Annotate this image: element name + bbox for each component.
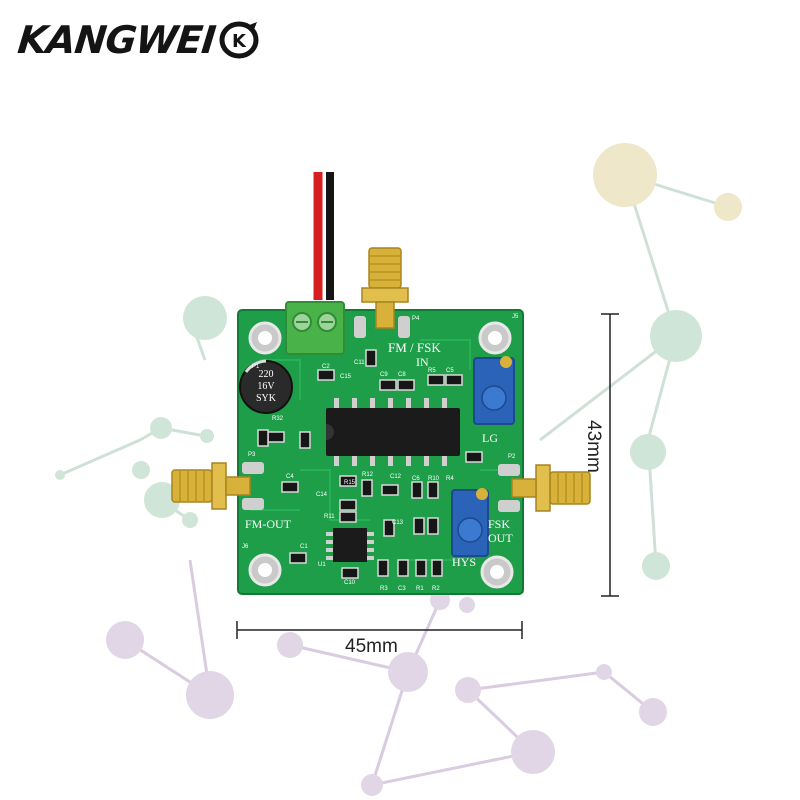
svg-text:C2: C2	[322, 364, 330, 370]
sma-connector-left	[171, 462, 264, 510]
svg-text:J6: J6	[242, 544, 249, 550]
capacitor-label-1: 220	[259, 369, 274, 380]
svg-text:C3: C3	[398, 586, 406, 592]
soic-ic-chip	[326, 528, 374, 562]
mounting-holes	[248, 321, 514, 589]
label-fsk: FSK	[488, 517, 510, 531]
svg-text:U1: U1	[318, 562, 326, 568]
svg-text:C4: C4	[286, 474, 294, 480]
label-fm-fsk: FM / FSK	[388, 340, 441, 355]
svg-text:C15: C15	[340, 374, 352, 380]
electrolytic-capacitor: 220 16V SYK	[239, 359, 293, 414]
svg-text:P1: P1	[252, 364, 260, 370]
label-in: IN	[416, 355, 429, 369]
svg-text:P3: P3	[248, 452, 256, 458]
svg-text:J5: J5	[512, 314, 519, 320]
brand-logo: KANGWEI K	[16, 18, 261, 62]
trimpot-lg	[473, 356, 515, 425]
svg-text:R11: R11	[324, 514, 335, 520]
svg-text:R3: R3	[380, 586, 388, 592]
screw-terminal	[285, 301, 345, 355]
svg-text:C13: C13	[392, 520, 404, 526]
svg-text:R12: R12	[362, 472, 374, 478]
svg-text:R4: R4	[446, 476, 454, 482]
svg-text:P2: P2	[508, 454, 516, 460]
capacitor-label-2: 16V	[257, 381, 275, 392]
svg-text:C14: C14	[316, 492, 328, 498]
svg-text:C5: C5	[446, 368, 454, 374]
sma-connector-top	[354, 247, 410, 338]
trimpot-hys	[451, 488, 489, 557]
label-hys: HYS	[452, 555, 476, 569]
svg-text:C11: C11	[354, 360, 365, 366]
svg-text:C10: C10	[344, 580, 356, 586]
dip-ic-chip	[326, 398, 460, 466]
svg-text:C6: C6	[412, 476, 420, 482]
brand-badge-letter: K	[232, 31, 247, 52]
svg-text:R5: R5	[428, 368, 436, 374]
svg-text:P4: P4	[412, 316, 420, 322]
label-fm-out: FM-OUT	[245, 517, 292, 531]
svg-text:C8: C8	[398, 372, 406, 378]
svg-text:R1: R1	[416, 586, 424, 592]
svg-text:R2: R2	[432, 586, 440, 592]
label-out: OUT	[488, 531, 513, 545]
label-lg: LG	[482, 431, 498, 445]
svg-text:R10: R10	[428, 476, 440, 482]
sma-connector-right	[498, 464, 591, 512]
power-wires	[313, 172, 334, 300]
svg-text:R15: R15	[344, 480, 356, 486]
svg-text:C1: C1	[300, 544, 308, 550]
svg-text:C12: C12	[390, 474, 402, 480]
brand-badge-icon: K	[219, 21, 259, 59]
capacitor-label-3: SYK	[256, 393, 277, 404]
smd-components	[257, 349, 483, 579]
width-dimension-label: 45mm	[345, 636, 398, 657]
svg-text:R32: R32	[272, 416, 284, 422]
svg-text:C9: C9	[380, 372, 388, 378]
